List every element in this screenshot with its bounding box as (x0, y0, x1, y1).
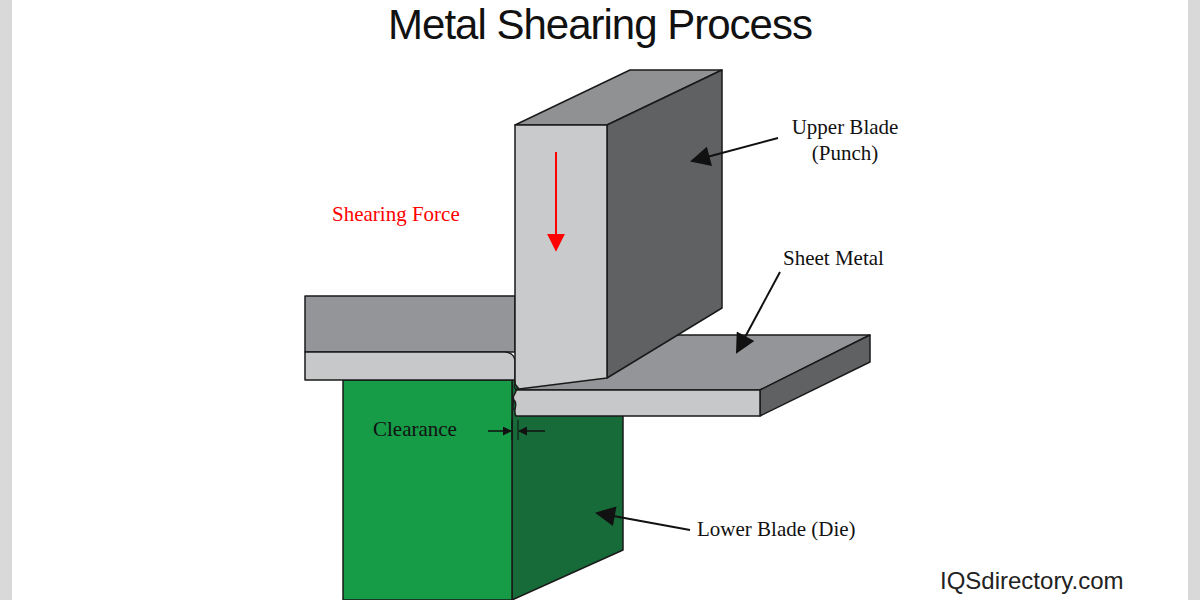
part-label: Upper Blade (Punch) (770, 114, 920, 167)
leader-line (597, 513, 690, 530)
force-arrow (555, 152, 557, 250)
sheet-metal-left (305, 296, 515, 380)
frame-strip (0, 0, 12, 600)
dimension-label: Clearance (373, 416, 483, 442)
clearance-dimension (488, 420, 545, 440)
upper-blade (515, 70, 722, 389)
part-label: Sheet Metal (783, 245, 943, 271)
diagram-title: Metal Shearing Process (0, 0, 1200, 50)
frame-strip (1188, 0, 1200, 600)
watermark: IQSdirectory.com (940, 566, 1180, 596)
part-label: Lower Blade (Die) (697, 516, 917, 542)
fracture-edge (512, 380, 516, 410)
leader-line (737, 272, 780, 352)
leader-line (692, 138, 778, 161)
force-label: Shearing Force (332, 201, 512, 227)
